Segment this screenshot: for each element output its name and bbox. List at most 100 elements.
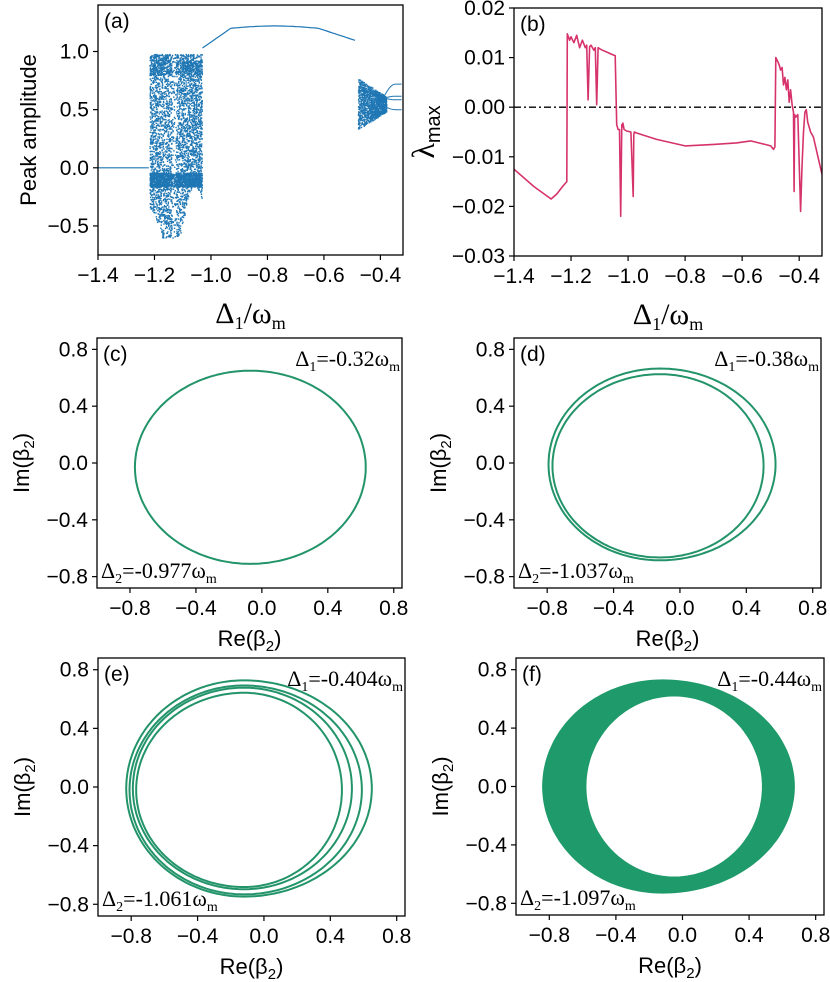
- y-tick-label: −0.01: [452, 146, 505, 169]
- y-tick-label: −0.8: [48, 893, 89, 916]
- axes-frame: [513, 7, 823, 257]
- y-tick-label: 0.4: [60, 717, 90, 740]
- ticks-a: −1.4−1.2−1.0−0.8−0.6−0.4−0.50.00.51.0: [48, 41, 402, 287]
- y-axis-label: Im(β2): [10, 757, 39, 817]
- period-branch-3: [380, 96, 402, 101]
- annotation-detuning-1: Δ1=-0.38ωm: [714, 346, 819, 375]
- x-tick-label: 0.4: [316, 925, 346, 948]
- x-tick-label: −1.4: [77, 264, 119, 287]
- y-tick-label: −0.4: [466, 834, 508, 857]
- period-branch-1: [380, 103, 402, 111]
- x-tick-label: −0.8: [664, 265, 705, 288]
- x-tick-label: −0.6: [721, 265, 762, 288]
- orbit-loop-3: [125, 679, 373, 898]
- y-tick-label: −0.4: [48, 835, 90, 858]
- x-tick-label: −0.8: [110, 925, 151, 948]
- axes-frame: [97, 4, 404, 256]
- axes-frame: [96, 337, 403, 589]
- x-tick-label: 0.8: [798, 597, 827, 620]
- plot-area-d: [547, 367, 777, 562]
- y-tick-label: 0.00: [464, 96, 505, 119]
- annotation-detuning-2: Δ2=-1.037ωm: [518, 558, 634, 587]
- x-tick-label: 0.8: [382, 925, 411, 948]
- x-tick-label: 0.4: [313, 597, 343, 620]
- x-tick-label: −1.0: [607, 265, 648, 288]
- x-axis-label: Δ1/ωm: [633, 298, 703, 334]
- y-tick-label: 0.4: [476, 395, 506, 418]
- x-tick-label: 0.0: [249, 925, 278, 948]
- y-axis-label: Im(β2): [9, 433, 38, 493]
- plot-area-b: [514, 32, 822, 218]
- panel-b: −1.4−1.2−1.0−0.8−0.6−0.4−0.03−0.02−0.010…: [405, 0, 823, 334]
- x-tick-label: 0.8: [379, 597, 408, 620]
- y-tick-label: −0.8: [466, 892, 507, 915]
- x-tick-label: −0.4: [778, 265, 820, 288]
- x-tick-label: −0.4: [595, 924, 637, 947]
- y-tick-label: 0.02: [464, 0, 505, 20]
- annotation-detuning-1: Δ1=-0.44ωm: [717, 666, 822, 695]
- y-axis-label: Peak amplitude: [16, 54, 41, 206]
- y-tick-label: 0.0: [476, 452, 505, 475]
- axes-frame: [97, 657, 406, 917]
- y-tick-label: 0.0: [60, 776, 89, 799]
- x-axis-label: Re(β2): [638, 953, 702, 982]
- annotation-detuning-2: Δ2=-1.061ωm: [102, 886, 218, 915]
- y-tick-label: 0.8: [476, 338, 505, 361]
- plot-area-c: [133, 369, 367, 565]
- x-tick-label: −0.8: [526, 597, 567, 620]
- panel-a: −1.4−1.2−1.0−0.8−0.6−0.4−0.50.00.51.0(a)…: [16, 4, 404, 333]
- x-tick-label: 0.8: [801, 924, 830, 947]
- x-tick-label: −1.0: [190, 264, 231, 287]
- x-tick-label: −1.2: [134, 264, 175, 287]
- x-axis-label: Re(β2): [636, 626, 700, 655]
- x-tick-label: −0.4: [175, 597, 217, 620]
- y-tick-label: 0.8: [59, 338, 88, 361]
- chaotic-scatter: [149, 53, 204, 239]
- y-tick-label: −0.4: [47, 509, 89, 532]
- x-tick-label: −0.6: [303, 264, 344, 287]
- x-tick-label: −0.8: [247, 264, 288, 287]
- period-doubling-scatter: [357, 79, 388, 130]
- panel-label: (b): [520, 13, 546, 36]
- lyapunov-series-line: [514, 32, 822, 218]
- y-tick-label: 0.8: [478, 659, 507, 682]
- x-tick-label: −1.2: [550, 265, 591, 288]
- y-tick-label: 0.8: [60, 659, 89, 682]
- orbit-loop-0: [135, 691, 343, 888]
- panel-label: (f): [522, 663, 542, 686]
- panel-label: (c): [103, 343, 128, 366]
- y-tick-label: 0.0: [478, 776, 507, 799]
- attractor-band: [542, 679, 795, 894]
- annotation-detuning-1: Δ1=-0.404ωm: [287, 666, 403, 695]
- x-tick-label: −1.4: [493, 265, 535, 288]
- y-tick-label: −0.02: [452, 195, 505, 218]
- x-tick-label: 0.0: [247, 597, 276, 620]
- ticks-b: −1.4−1.2−1.0−0.8−0.6−0.4−0.03−0.02−0.010…: [452, 0, 820, 288]
- x-tick-label: −0.4: [593, 597, 635, 620]
- annotation-detuning-2: Δ2=-0.977ωm: [101, 558, 217, 587]
- y-tick-label: 0.4: [59, 395, 89, 418]
- orbit-loop-2: [128, 684, 363, 896]
- x-axis-label: Re(β2): [220, 954, 284, 982]
- x-tick-label: −0.8: [109, 597, 150, 620]
- y-tick-label: 0.01: [464, 47, 505, 70]
- orbit-loop-1: [131, 686, 353, 891]
- y-tick-label: −0.8: [464, 566, 505, 589]
- x-tick-label: −0.8: [529, 924, 570, 947]
- panel-label: (d): [520, 343, 546, 366]
- y-axis-label: Im(β2): [428, 756, 457, 816]
- x-axis-label: Δ1/ωm: [215, 297, 285, 333]
- orbit-loop-0: [133, 369, 367, 565]
- x-tick-label: 0.4: [732, 597, 762, 620]
- x-axis-label: Re(β2): [218, 626, 282, 655]
- y-tick-label: 0.5: [60, 99, 89, 122]
- panel-label: (a): [104, 10, 130, 33]
